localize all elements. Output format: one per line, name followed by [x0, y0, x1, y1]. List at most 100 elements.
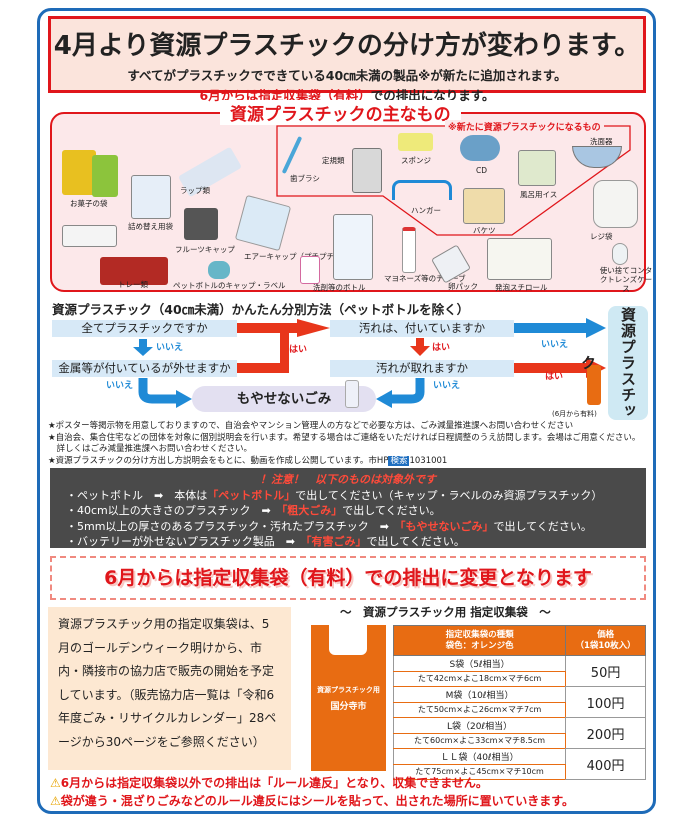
answer-yes: はい	[432, 343, 451, 353]
new-items-title: ※新たに資源プラスチックになるもの	[445, 120, 604, 133]
non-burnable-bag-icon	[345, 380, 359, 408]
bag-print-label: 資源プラスチック用	[317, 686, 380, 694]
blue-arrow-head	[176, 390, 192, 408]
item-label: マヨネーズ等のチューブ	[384, 274, 466, 283]
blue-arrow	[514, 323, 586, 333]
question-metal-removable: 金属等が付いているが外せますか	[52, 360, 237, 377]
answer-no: いいえ	[541, 340, 569, 350]
caution-row: ・40cm以上の大きさのプラスチック ➡ 「粗大ごみ」で出してください。	[66, 504, 441, 517]
search-badge[interactable]: 検索	[388, 456, 410, 466]
item-label: ペットボトルのキャップ・ラベル	[173, 281, 286, 290]
snack-bag-image	[92, 155, 118, 197]
warning-icon: ⚠	[50, 794, 61, 808]
note: ★ポスター等掲示物を用意しておりますので、自治会やマンション管理人の方などで必要…	[48, 421, 574, 431]
tray-image	[62, 225, 117, 247]
detergent-bottle-image	[300, 256, 320, 284]
video-note: ★資源プラスチックの分け方出し方説明会をもとに、動画を作成し公開しています。市H…	[48, 456, 448, 466]
table-row: M袋（10ℓ相当）100円	[392, 686, 646, 718]
item-label: 発泡スチロール	[495, 283, 548, 292]
item-label: 使い捨てコンタクトレンズケース	[599, 266, 653, 293]
item-label: エアーキャップ（プチプチ）	[244, 252, 342, 261]
new-item-label: 歯ブラシ	[290, 174, 320, 183]
tube-image	[402, 227, 416, 273]
blue-arrow-head	[586, 318, 606, 338]
caution-row: ・バッテリーが外せないプラスチック製品 ➡ 「有害ごみ」で出してください。	[66, 535, 465, 548]
blue-arrow	[139, 339, 147, 347]
orange-bag-icon	[587, 365, 601, 405]
blue-arrow-head	[376, 390, 392, 408]
new-item-label: CD	[476, 166, 488, 175]
new-item-label: 洗面器	[590, 137, 613, 146]
bag-sales-info: 資源プラスチック用の指定収集袋は、5月のゴールデンウィーク明けから、市内・隣接市…	[48, 607, 291, 770]
table-row: ＬＬ袋（40ℓ相当）400円	[392, 748, 646, 780]
item-label: トレー類	[118, 280, 148, 289]
red-arrow	[237, 323, 297, 333]
new-item-label: バケツ	[473, 226, 496, 235]
bag-handle-cutout	[329, 625, 367, 655]
bag-section-title: ～ 資源プラスチック用 指定収集袋 ～	[340, 605, 551, 619]
designated-bag-image: 資源プラスチック用 国分寺市	[311, 625, 386, 771]
caution-row: ・5mm以上の厚さのあるプラスチック・汚れたプラスチック ➡ 「もやせないごみ」…	[66, 519, 592, 533]
answer-yes: はい	[289, 345, 308, 355]
cd-image	[460, 135, 500, 161]
answer-no: いいえ	[156, 343, 184, 353]
styrofoam-image	[487, 238, 552, 280]
warning-line: ⚠袋が違う・混ざりごみなどのルール違反にはシールを貼って、出された場所に置いてい…	[50, 794, 575, 808]
bucket-image	[463, 188, 505, 224]
blue-arrow	[138, 378, 178, 404]
red-arrow	[237, 363, 287, 373]
sponge-image	[398, 133, 433, 151]
item-label: 詰め替え用袋	[128, 222, 173, 231]
note: ★自治会、集合住宅などの団体を対象に個別説明会を行います。希望する場合はご連絡を…	[48, 433, 641, 443]
blue-arrow	[390, 378, 425, 404]
new-item-label: 風呂用イス	[520, 190, 558, 199]
answer-yes: はい	[545, 372, 564, 382]
tray-image	[100, 257, 168, 285]
warning-icon: ⚠	[50, 776, 61, 790]
items-title: 資源プラスチックの主なもの	[220, 100, 461, 125]
item-label: お菓子の袋	[70, 199, 108, 208]
item-label: ラップ類	[180, 186, 210, 195]
fruit-cap-image	[184, 208, 218, 240]
table-row: L袋（20ℓ相当）200円	[392, 717, 646, 749]
new-item-label: ハンガー	[411, 206, 441, 215]
caution-title: ！注意！ 以下のものは対象外です	[260, 473, 436, 486]
caution-box: ！注意！ 以下のものは対象外です ・ペットボトル ➡ 本体は「ペットボトル」で出…	[50, 468, 646, 548]
contact-case-image	[612, 243, 628, 265]
ruler-image	[352, 148, 382, 193]
detergent-bottle-image	[333, 214, 373, 280]
item-label: レジ袋	[590, 232, 613, 241]
item-label: 卵パック	[448, 282, 478, 291]
bag-change-banner: 6月からは指定収集袋（有料）での排出に変更となります	[50, 556, 646, 600]
red-arrow-head	[297, 319, 330, 337]
table-row: S袋（5ℓ相当）50円	[392, 655, 646, 687]
paid-note: (6月から有料)	[552, 410, 597, 418]
resource-plastic-result: 資源プラスチック	[579, 306, 648, 420]
blue-arrow-head	[133, 347, 153, 356]
header-subtitle: すべてがプラスチックでできている40㎝未満の製品※が新たに追加されます。	[127, 68, 567, 83]
question-all-plastic: 全てプラスチックですか	[52, 320, 237, 337]
item-label: フルーツキャップ	[175, 245, 235, 254]
refill-pouch-image	[131, 175, 171, 219]
red-arrow-head	[410, 346, 430, 356]
bag-price-table: 指定収集袋の種類袋色：オレンジ色価格（1袋10枚入） S袋（5ℓ相当）50円 た…	[392, 625, 646, 780]
bath-stool-image	[518, 150, 556, 186]
answer-no: いいえ	[106, 381, 134, 391]
red-arrow	[416, 338, 424, 346]
item-label: 洗剤等のボトル	[313, 283, 366, 292]
note: 詳しくはごみ減量推進課へお問い合わせください。	[48, 444, 253, 454]
new-items-outline	[276, 125, 631, 236]
flow-title: 資源プラスチック（40㎝未満）かんたん分別方法（ペットボトルを除く）	[52, 302, 470, 317]
page-frame	[37, 8, 656, 814]
red-arrow	[280, 323, 289, 373]
question-dirty: 汚れは、付いていますか	[330, 320, 514, 337]
snack-bag-image	[62, 150, 96, 195]
col-price: 価格（1袋10枚入）	[565, 625, 646, 656]
warning-line: ⚠6月からは指定収集袋以外での排出は「ルール違反」となり、収集できません。	[50, 776, 488, 790]
new-item-label: 定規類	[322, 156, 345, 165]
answer-no: いいえ	[433, 381, 461, 391]
new-item-label: スポンジ	[401, 156, 431, 165]
header-box: 4月より資源プラスチックの分け方が変わります。 すべてがプラスチックでできている…	[48, 16, 646, 103]
col-bag-type: 指定収集袋の種類袋色：オレンジ色	[392, 625, 567, 656]
caution-row: ・ペットボトル ➡ 本体は「ペットボトル」で出してください（キャップ・ラベルのみ…	[66, 488, 603, 502]
